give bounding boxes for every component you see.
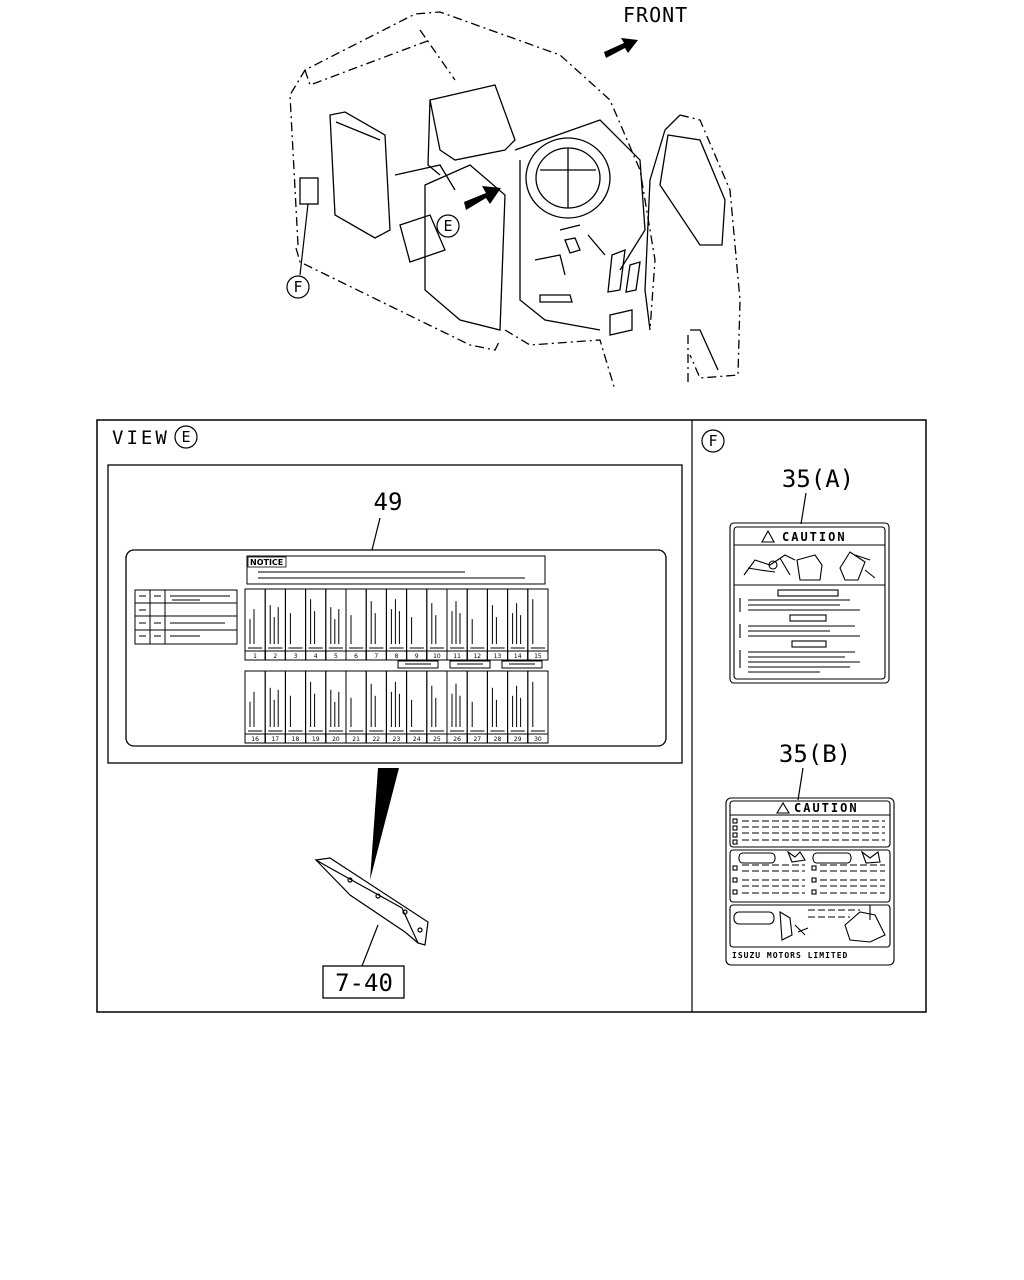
fuse-slot: 25 [426, 670, 448, 744]
fuse-slot-number: 18 [292, 736, 300, 743]
callout-e: E [436, 214, 460, 238]
caution-label-b [725, 797, 895, 966]
fuse-slot-number: 3 [294, 653, 298, 660]
fuse-slot: 12 [466, 588, 488, 661]
fuse-slot-number: 11 [453, 653, 461, 660]
cover-panel-7-40 [314, 857, 429, 946]
fuse-slot: 10 [426, 588, 448, 661]
view-e-title: VIEW [112, 427, 170, 449]
callout-f-leader [299, 203, 309, 276]
fuse-slot: 8 [385, 588, 408, 661]
fuse-slot: 22 [365, 670, 387, 744]
fuse-slot: 29 [507, 670, 529, 744]
fuse-slot: 11 [446, 588, 468, 661]
fuse-slot-number: 12 [473, 653, 481, 660]
front-arrow-icon [604, 38, 638, 58]
fuse-slot-number: 23 [393, 736, 401, 743]
fuse-slot: 21 [345, 670, 367, 744]
fuse-label [125, 549, 667, 747]
callout-f-letter: F [293, 278, 302, 296]
fuse-slot: 17 [264, 670, 286, 744]
fuse-slot-number: 19 [312, 736, 320, 743]
fuse-slot: 9 [406, 588, 428, 661]
fuse-slot-number: 6 [354, 653, 358, 660]
fuse-slot-number: 1 [253, 653, 257, 660]
fuse-slot: 20 [325, 670, 347, 744]
fuse-slot-number: 17 [271, 736, 279, 743]
callout-f: F [286, 275, 310, 299]
fuse-slot: 28 [486, 670, 509, 744]
fuse-slot-number: 2 [273, 653, 277, 660]
fuse-slot-number: 25 [433, 736, 441, 743]
part-740-number: 7-40 [335, 969, 393, 997]
fuse-slot-number: 27 [473, 736, 481, 743]
caution-label-a [729, 522, 890, 684]
fuse-slot: 3 [284, 588, 307, 661]
fuse-slot-number: 4 [314, 653, 318, 660]
view-e-circle: E [174, 425, 198, 449]
fuse-slot: 6 [345, 588, 367, 661]
part-740-box [322, 965, 405, 999]
fuse-slot: 7 [365, 588, 387, 661]
fuse-slot-number: 13 [494, 653, 502, 660]
part-740-leader [361, 924, 379, 967]
fuse-slot: 19 [305, 670, 327, 744]
fuse-slot: 5 [325, 588, 347, 661]
fuse-slot: 14 [507, 588, 529, 661]
fuse-slot: 15 [527, 588, 549, 661]
fuse-slot: 26 [446, 670, 468, 744]
notice-box [246, 555, 546, 585]
fuse-slot: 30 [527, 670, 549, 744]
fuse-slot-number: 26 [453, 736, 461, 743]
front-label: FRONT [623, 3, 688, 27]
view-e-arrow-icon [464, 186, 501, 210]
fuse-slot: 1 [244, 588, 266, 661]
legend-table [134, 589, 238, 645]
view-wedge-icon [370, 768, 399, 880]
detail-frame [96, 419, 927, 1013]
fuse-slot-number: 14 [514, 653, 522, 660]
fuse-slot-number: 7 [374, 653, 378, 660]
part-35a-leader [800, 492, 807, 525]
fuse-slot-number: 21 [352, 736, 360, 743]
fuse-slot-number: 28 [494, 736, 502, 743]
panel-f-letter: F [708, 432, 717, 450]
fuse-slot-number: 29 [514, 736, 522, 743]
fuse-slot-number: 24 [413, 736, 421, 743]
fuse-slot-number: 30 [534, 736, 542, 743]
callout-e-letter: E [443, 217, 452, 235]
notice-title: NOTICE [250, 558, 283, 567]
fuse-slot-number: 22 [372, 736, 380, 743]
fuse-slot-number: 9 [415, 653, 419, 660]
label-49-box [107, 464, 683, 764]
fuse-slot: 13 [486, 588, 509, 661]
fuse-slot: 23 [385, 670, 408, 744]
fuse-slot-number: 15 [534, 653, 542, 660]
fuse-slot: 16 [244, 670, 266, 744]
part-35b-number: 35(B) [779, 740, 851, 768]
caution-a-heading: CAUTION [782, 530, 847, 544]
part-35a-number: 35(A) [782, 465, 854, 493]
fuse-slot-number: 16 [251, 736, 259, 743]
fuse-row-bottom: 16 17 18 19 20 21 22 23 24 25 26 27 28 29 30 [244, 670, 549, 744]
part-49-number: 49 [374, 488, 403, 516]
fuse-slot: 4 [305, 588, 327, 661]
fuse-slot: 18 [284, 670, 307, 744]
fuse-slot-number: 5 [334, 653, 338, 660]
caution-b-heading: CAUTION [794, 801, 859, 815]
cab-illustration [289, 11, 741, 391]
caution-b-maker: ISUZU MOTORS LIMITED [732, 951, 848, 960]
fuse-slot-number: 10 [433, 653, 441, 660]
part-49-leader [371, 517, 381, 551]
fuse-slot: 2 [264, 588, 286, 661]
fuse-slot-number: 8 [395, 653, 399, 660]
fuse-slot-number: 20 [332, 736, 340, 743]
view-e-letter: E [181, 428, 190, 446]
panel-f-circle: F [701, 429, 725, 453]
fuse-slot: 27 [466, 670, 488, 744]
part-35b-leader [797, 767, 804, 801]
fuse-slot: 24 [406, 670, 428, 744]
